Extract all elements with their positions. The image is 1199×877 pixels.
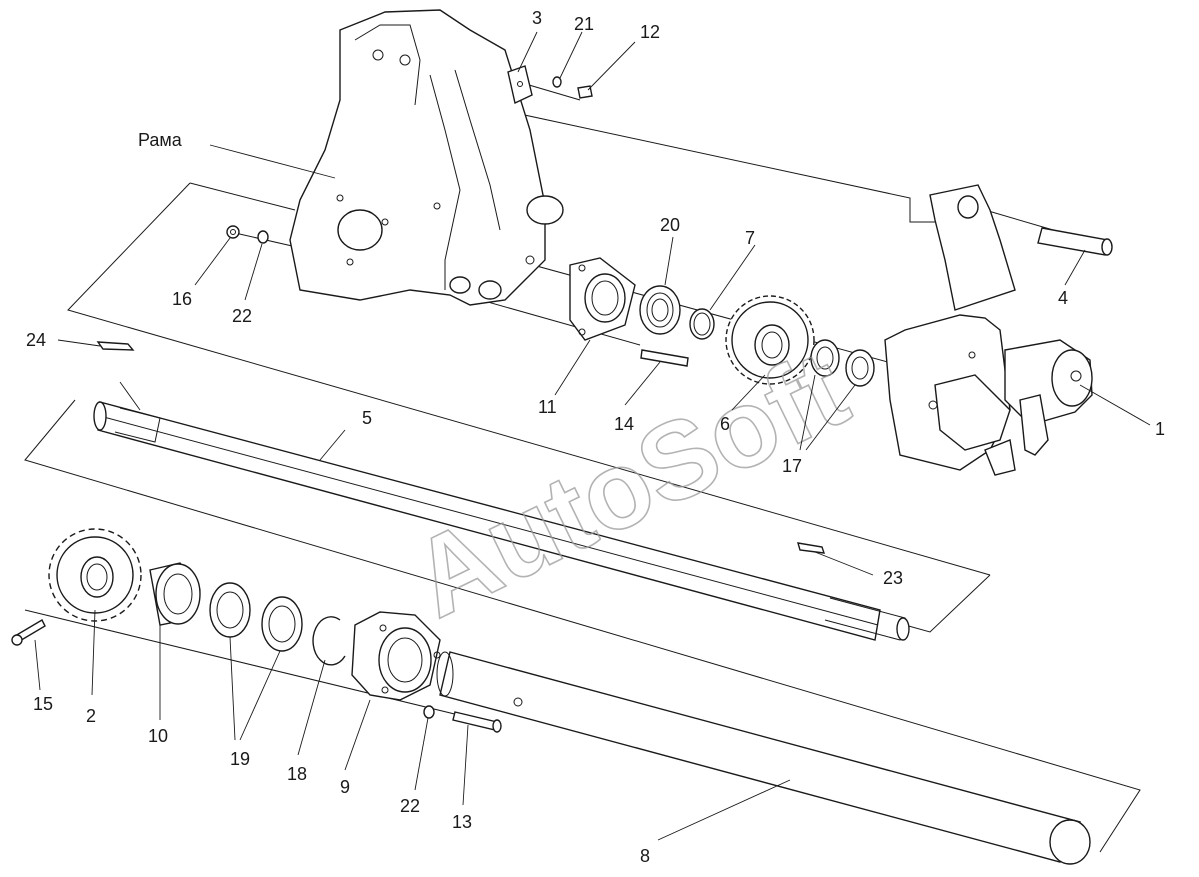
label-part-8: 8: [640, 846, 650, 866]
part-23-key: [797, 542, 826, 554]
part-1-drive-housing: [884, 184, 1093, 476]
label-part-4: 4: [1058, 288, 1068, 308]
label-part-5: 5: [362, 408, 372, 428]
label-part-22-bottom: 22: [400, 796, 420, 816]
part-7-ring: [689, 308, 715, 340]
part-14-pin: [640, 349, 689, 367]
label-part-13: 13: [452, 812, 472, 832]
part-6-gear: [725, 295, 815, 385]
label-part-23: 23: [883, 568, 903, 588]
part-3-plate: [507, 65, 533, 105]
part-24-key: [96, 341, 135, 351]
label-part-22-top: 22: [232, 306, 252, 326]
label-part-15: 15: [33, 694, 53, 714]
part-9-bearing-housing: [351, 611, 441, 701]
label-part-12: 12: [640, 22, 660, 42]
label-part-3: 3: [532, 8, 542, 28]
label-part-24: 24: [26, 330, 46, 350]
label-part-21: 21: [574, 14, 594, 34]
label-part-20: 20: [660, 215, 680, 235]
part-21-washer: [552, 76, 562, 88]
part-2-sprocket: [48, 528, 142, 622]
part-22-washer-top: [257, 230, 269, 244]
part-13-bolt: [452, 711, 502, 733]
label-part-2: 2: [86, 706, 96, 726]
leader-lines: [34, 31, 1151, 841]
part-11-flange: [569, 257, 636, 341]
label-part-14: 14: [614, 414, 634, 434]
callout-labels: Рама 3 21 12 16 22 24 20 7 11 14 6 17 4 …: [26, 8, 1165, 866]
label-part-11: 11: [538, 397, 557, 417]
frame-plate: [289, 9, 564, 306]
part-22-washer-bottom: [423, 705, 435, 719]
label-part-18: 18: [287, 764, 307, 784]
part-16-nut: [226, 225, 240, 239]
label-part-19: 19: [230, 749, 250, 769]
part-15-bolt: [11, 619, 46, 646]
part-20-bearing: [639, 285, 681, 335]
label-part-10: 10: [148, 726, 168, 746]
part-4-pin: [1037, 227, 1113, 256]
part-19-bearings: [209, 582, 303, 652]
label-frame: Рама: [138, 130, 183, 150]
label-part-9: 9: [340, 777, 350, 797]
part-18-circlip: [312, 616, 346, 666]
label-part-7: 7: [745, 228, 755, 248]
part-8-tube: [436, 651, 1091, 865]
part-10-bushing: [149, 562, 201, 626]
part-17-washers: [810, 339, 875, 387]
label-part-16: 16: [172, 289, 192, 309]
label-part-6: 6: [720, 414, 730, 434]
label-part-17: 17: [782, 456, 802, 476]
part-5-shaft: [93, 401, 910, 641]
label-part-1: 1: [1155, 419, 1165, 439]
